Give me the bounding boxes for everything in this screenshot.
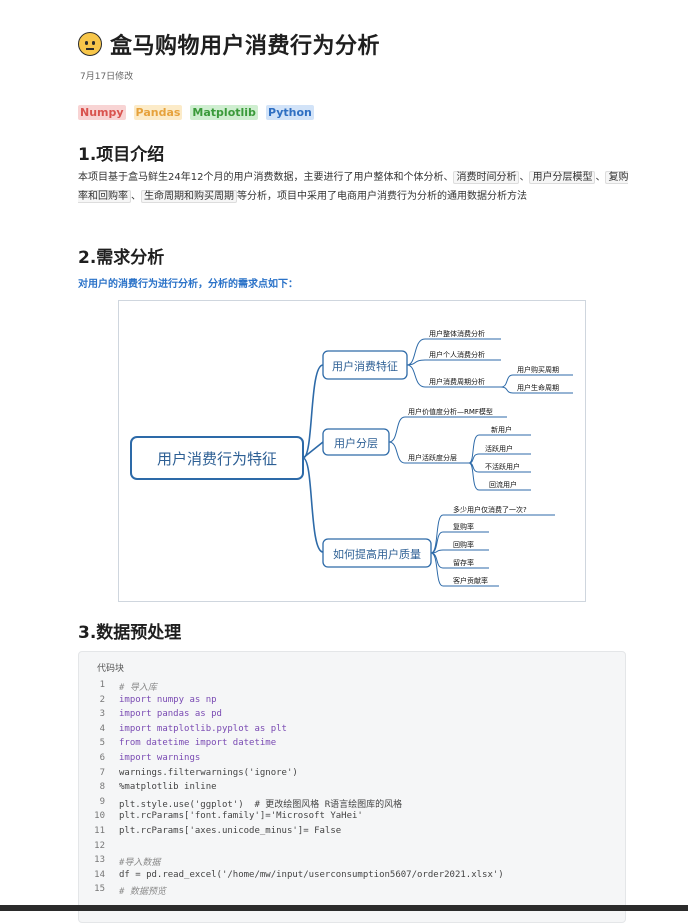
section-heading-needs: 2.需求分析 [78,248,165,268]
item-label: 复购率 [453,522,474,531]
tag-numpy[interactable]: Numpy [78,105,126,120]
item-label: 用户整体消费分析 [429,329,485,338]
tag-python[interactable]: Python [265,105,314,120]
item-label: 多少用户仅消费了一次? [453,505,527,514]
intro-text: 、 [595,172,606,183]
code-text: import numpy as np [119,694,217,705]
item-label: 活跃用户 [485,444,513,453]
line-number: 2 [99,694,105,705]
page-title: 盒马购物用户消费行为分析 [110,34,381,59]
root-label: 用户消费行为特征 [157,450,277,468]
intro-text: 本项目基于盒马鲜生24年12个月的用户消费数据，主要进行了用户整体和个体分析、 [78,172,454,183]
line-number: 14 [94,869,105,880]
code-text: plt.rcParams['font.family']='Microsoft Y… [119,811,363,822]
mind-map-diagram: 用户消费行为特征 用户消费特征 用户整体消费分析 用户个人消费分析 用户消费周期… [118,300,586,602]
tag-matplotlib[interactable]: Matplotlib [190,105,258,120]
bottom-scrollbar[interactable] [0,905,688,911]
code-text: plt.rcParams['axes.unicode_minus']= Fals… [119,826,342,836]
item-label: 回购率 [453,540,474,549]
line-number: 5 [99,738,105,749]
code-text: %matplotlib inline [119,782,217,793]
code-text: warnings.filterwarnings('ignore') [119,767,298,778]
tag-pandas[interactable]: Pandas [133,105,183,120]
code-text: #导入数据 [119,858,161,869]
code-text: import pandas as pd [119,709,222,720]
branch-label: 如何提高用户质量 [333,547,421,561]
branch-line [406,338,426,388]
title-row: 盒马购物用户消费行为分析 [78,28,380,60]
branch-line [302,457,324,553]
item-label: 用户活跃度分层 [408,453,457,462]
code-text: # 导入库 [119,683,157,693]
item-label: 用户购买周期 [517,365,559,374]
line-number: 15 [94,884,105,895]
code-text: # 数据预览 [119,887,166,898]
branch-line [430,514,444,587]
intro-paragraph: 本项目基于盒马鲜生24年12个月的用户消费数据，主要进行了用户整体和个体分析、消… [78,168,638,206]
item-label: 用户生命周期 [517,383,559,392]
line-number: 7 [99,767,105,778]
branch-line [500,374,514,394]
item-label: 回流用户 [489,480,517,489]
line-number: 6 [99,753,105,763]
branch-line [468,434,480,491]
item-label: 留存率 [453,558,474,567]
item-label: 用户个人消费分析 [429,350,485,359]
code-text: import matplotlib.pyplot as plt [119,723,287,734]
intro-text: 、 [519,172,530,183]
line-number: 13 [94,855,105,866]
neutral-face-icon [78,32,102,56]
code-block-header: 代码块 [97,664,125,674]
line-number: 10 [94,811,105,822]
line-number: 4 [99,723,105,734]
line-number: 12 [94,840,105,851]
line-number: 11 [94,826,105,836]
code-block[interactable]: 代码块 1 # 导入库 2 import numpy as np 3 import pan… [78,651,626,923]
code-text: from datetime import datetime [119,738,277,749]
branch-label: 用户分层 [334,436,378,450]
modified-date: 7月17日修改 [80,72,134,82]
item-label: 用户消费周期分析 [429,377,485,386]
intro-highlight: 消费时间分析 [453,171,520,184]
intro-highlight: 用户分层模型 [529,171,596,184]
item-label: 客户贡献率 [453,576,488,585]
branch-line [302,441,324,459]
branch-label: 用户消费特征 [332,359,398,373]
code-text: plt.style.use('ggplot') # 更改绘图风格 R语言绘图库的… [119,799,403,810]
code-text: import warnings [119,753,201,763]
intro-highlight: 生命周期和购买周期 [141,190,237,203]
item-label: 不活跃用户 [485,462,520,471]
line-number: 3 [99,709,105,720]
intro-text: 、 [131,191,141,202]
needs-subtitle: 对用户的消费行为进行分析，分析的需求点如下： [78,279,298,290]
item-label: 用户价值度分析—RMF模型 [408,407,493,416]
branch-line [388,416,406,464]
line-number: 9 [99,796,105,807]
item-label: 新用户 [491,425,512,434]
code-text: df = pd.read_excel('/home/mw/input/userc… [119,869,504,880]
section-heading-intro: 1.项目介绍 [78,145,165,165]
line-number: 1 [99,680,105,690]
section-heading-preprocess: 3.数据预处理 [78,623,182,643]
intro-text: 等分析，项目中采用了电商用户消费行为分析的通用数据分析方法 [237,191,527,202]
tag-list: Numpy Pandas Matplotlib Python [78,105,314,120]
line-number: 8 [99,782,105,793]
